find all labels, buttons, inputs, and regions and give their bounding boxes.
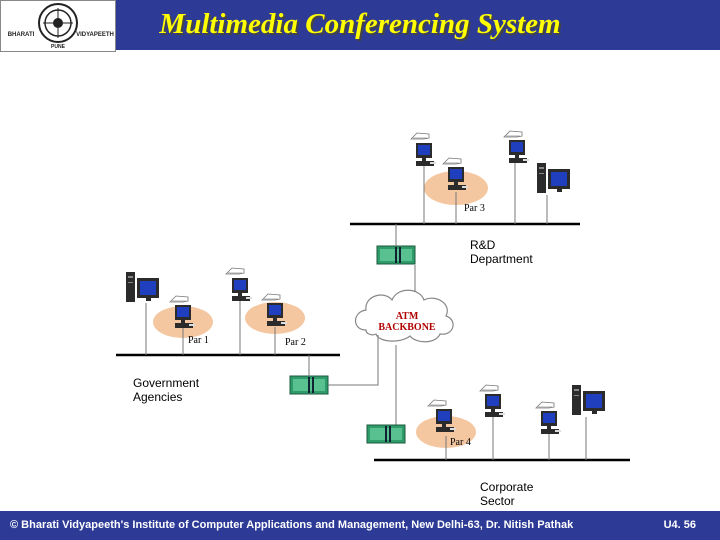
pc-icon — [509, 140, 529, 163]
page-title: Multimedia Conferencing System — [159, 8, 561, 40]
pc-icon — [416, 143, 436, 166]
atm-cloud-icon — [354, 289, 454, 343]
rnd-label-line1: R&D — [470, 238, 496, 252]
gov-switch-icon — [289, 375, 329, 395]
atm-label-line1: ATM — [395, 311, 419, 322]
pc-icon — [541, 411, 561, 434]
corp-site-label: Corporate Sector — [480, 480, 533, 508]
footer-bar: © Bharati Vidyapeeth's Institute of Comp… — [0, 511, 720, 540]
corp-label-line1: Corporate — [480, 480, 534, 494]
rnd-switch-icon — [376, 245, 416, 265]
title-band — [116, 0, 720, 50]
page-number: U4. 56 — [663, 519, 696, 531]
logo-text-bottom: PUNE — [51, 44, 66, 50]
institute-logo: BHARATI VIDYAPEETH PUNE — [0, 0, 116, 52]
gov-label-line2: Agencies — [133, 390, 183, 404]
par1-label: Par 1 — [188, 335, 209, 346]
workstation-icon — [126, 272, 159, 302]
corp-switch-icon — [366, 424, 406, 444]
atm-backbone-label: ATM BACKBONE — [372, 311, 442, 333]
workstation-icon — [572, 385, 605, 415]
par4-blob — [416, 416, 476, 448]
pc-icon — [232, 278, 252, 301]
par3-label: Par 3 — [464, 203, 485, 214]
logo-text-left: BHARATI — [8, 32, 35, 38]
gov-site-label: Government Agencies — [133, 376, 199, 404]
footer-credit: © Bharati Vidyapeeth's Institute of Comp… — [10, 519, 574, 531]
logo-text-right: VIDYAPEETH — [76, 32, 114, 38]
pc-icon — [485, 394, 505, 417]
corp-label-line2: Sector — [480, 494, 515, 508]
workstation-icon — [537, 163, 570, 193]
par2-label: Par 2 — [285, 337, 306, 348]
par4-label: Par 4 — [450, 437, 471, 448]
gov-label-line1: Government — [133, 376, 200, 390]
rnd-label-line2: Department — [470, 252, 533, 266]
atm-label-line2: BACKBONE — [378, 322, 436, 333]
rnd-site-label: R&D Department — [470, 238, 533, 266]
